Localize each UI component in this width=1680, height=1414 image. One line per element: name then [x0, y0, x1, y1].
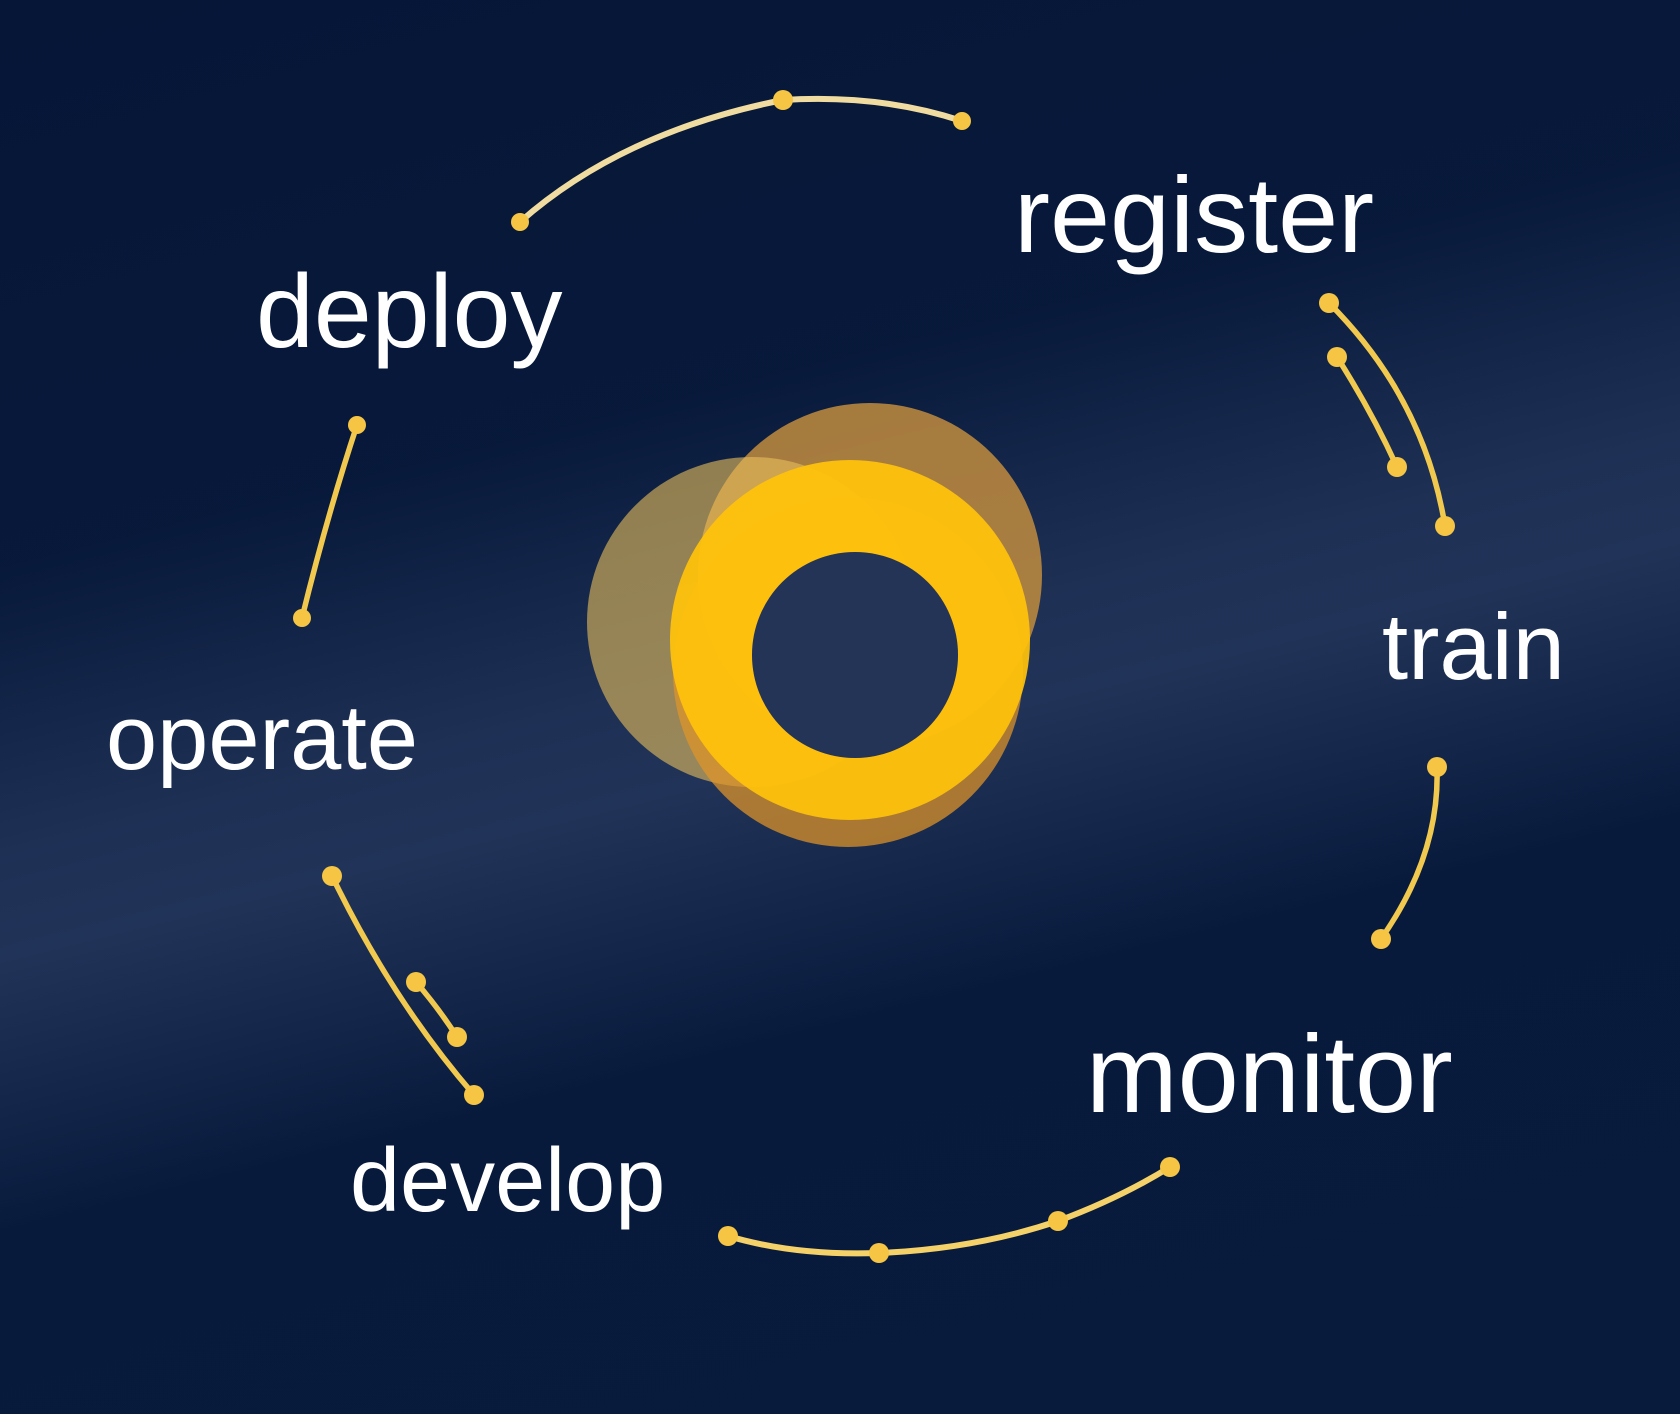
connector-dot — [1160, 1157, 1180, 1177]
connector-train-monitor — [1378, 764, 1440, 942]
connector-dot — [718, 1226, 738, 1246]
connector-dot — [1319, 293, 1339, 313]
connector-dot — [773, 90, 793, 110]
logo-ring — [670, 460, 1030, 820]
connector-dot — [1371, 929, 1391, 949]
connector-deploy-register — [517, 95, 965, 225]
connector-dots — [293, 90, 1455, 1263]
connector-dot — [1387, 457, 1407, 477]
connector-dot — [511, 213, 529, 231]
connector-register-train-inner — [1334, 354, 1400, 470]
connector-dot — [1427, 757, 1447, 777]
connector-dot — [293, 609, 311, 627]
connector-dot — [447, 1027, 467, 1047]
connector-register-train-outer — [1326, 300, 1448, 529]
connector-dot — [1435, 516, 1455, 536]
stage-label-operate: operate — [106, 687, 419, 789]
stage-label-deploy: deploy — [256, 254, 563, 370]
lifecycle-connectors — [299, 95, 1448, 1257]
connector-dot — [348, 416, 366, 434]
connector-dot — [1327, 347, 1347, 367]
stage-label-train: train — [1382, 594, 1565, 699]
overlapping-circles-ring-icon — [587, 403, 1042, 847]
connector-dot — [322, 866, 342, 886]
connector-dot — [869, 1243, 889, 1263]
stage-label-monitor: monitor — [1086, 1013, 1453, 1136]
connector-operate-deploy — [299, 422, 360, 621]
connector-dot — [953, 112, 971, 130]
stage-label-develop: develop — [350, 1131, 666, 1231]
connector-develop-operate-outer — [329, 873, 477, 1098]
connector-dot — [1048, 1211, 1068, 1231]
connector-monitor-develop — [725, 1164, 1173, 1257]
logo-ring-hole — [752, 552, 958, 758]
connector-dot — [464, 1085, 484, 1105]
connector-dot — [406, 972, 426, 992]
stage-label-register: register — [1014, 154, 1375, 275]
